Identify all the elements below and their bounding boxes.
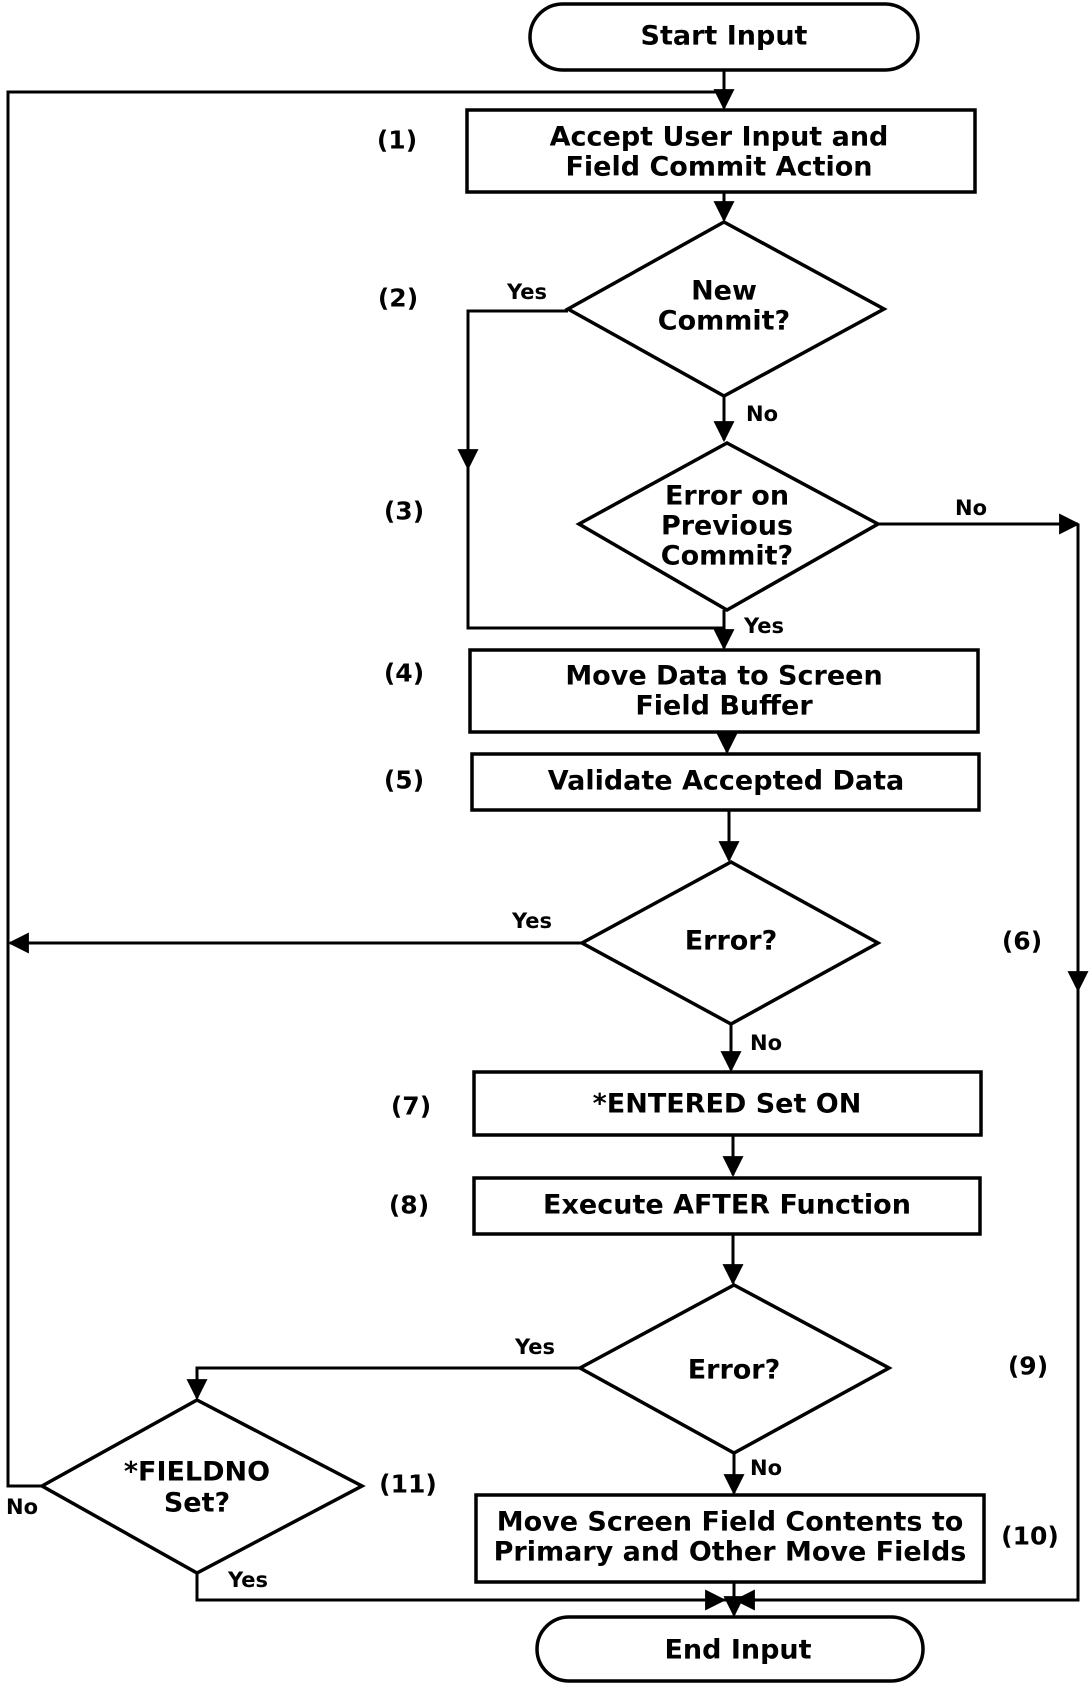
end-node-label: End Input [664,1635,811,1666]
accept-input-box [465,108,977,194]
step-11: (11) [379,1470,437,1499]
validate-node: Validate Accepted Data [470,752,981,812]
edge-fieldno-no [6,1473,42,1488]
after-function-box [472,1176,982,1236]
move-screen-node: Move Screen Field Contents to Primary an… [474,1493,986,1584]
step-1: (1) [377,126,417,155]
error2-no-label: No [750,1456,782,1480]
step-3: (3) [384,497,424,526]
edge-loop-back-to-accept [6,90,724,1473]
error1-diamond [578,860,882,1026]
previous-error-no-label: No [955,496,987,520]
previous-error-decision: Error on Previous Commit? [575,441,882,613]
end-terminator-shape [535,1615,925,1683]
previous-error-label-line3: Commit? [661,541,793,572]
new-commit-decision: New Commit? [564,220,888,398]
step-6: (6) [1002,927,1042,956]
step-7: (7) [391,1092,431,1121]
step-9: (9) [1008,1352,1048,1381]
entered-label: *ENTERED Set ON [593,1089,862,1120]
move-data-label-line2: Field Buffer [635,691,813,722]
step-numbers: (1) (2) (3) (4) (5) (6) (7) (8) (9) (10)… [377,126,1059,1551]
move-data-box [468,648,980,734]
validate-label: Validate Accepted Data [548,766,905,797]
move-screen-label-line2: Primary and Other Move Fields [494,1537,967,1568]
error1-yes-label: Yes [511,909,552,933]
fieldno-decision: *FIELDNO Set? [38,1398,366,1575]
error2-label: Error? [688,1355,781,1386]
fieldno-label-line2: Set? [164,1488,230,1519]
entered-box [472,1070,983,1137]
error1-label: Error? [685,926,778,957]
step-4: (4) [384,659,424,688]
error2-yes-label: Yes [514,1335,555,1359]
new-commit-label-line1: New [691,276,757,307]
error2-diamond [576,1283,893,1455]
validate-box [470,752,981,812]
move-screen-label-line1: Move Screen Field Contents to [497,1507,964,1538]
step-5: (5) [384,766,424,795]
fieldno-no-label: No [6,1495,38,1519]
error1-decision: Error? [578,860,882,1026]
new-commit-diamond [564,220,888,398]
error1-no-label: No [750,1031,782,1055]
move-data-label-line1: Move Data to Screen [565,661,882,692]
start-node: Start Input [528,2,920,72]
connectors [6,69,1089,1618]
previous-error-label-line2: Previous [661,511,793,542]
new-commit-yes-label: Yes [506,280,547,304]
error2-decision: Error? [576,1283,893,1455]
fieldno-diamond [38,1398,366,1575]
fieldno-label-line1: *FIELDNO [124,1457,270,1488]
previous-error-label-line1: Error on [665,481,789,512]
new-commit-label-line2: Commit? [658,306,790,337]
accept-input-label-line2: Field Commit Action [565,152,872,183]
edge-error2-yes [186,1366,580,1401]
move-data-node: Move Data to Screen Field Buffer [468,648,980,734]
start-terminator-shape [528,2,920,72]
edge-labels: Yes No No Yes Yes No Yes No No Yes [6,280,987,1592]
end-node: End Input [535,1615,925,1683]
start-node-label: Start Input [641,21,808,52]
step-8: (8) [389,1191,429,1220]
previous-error-diamond [575,441,882,613]
edge-right-bypass [730,524,1080,1602]
previous-error-yes-label: Yes [743,614,784,638]
edge-fieldno-yes [195,1573,730,1602]
fieldno-yes-label: Yes [227,1568,268,1592]
new-commit-no-label: No [746,402,778,426]
entered-node: *ENTERED Set ON [472,1070,983,1137]
step-10: (10) [1001,1522,1059,1551]
move-screen-box [474,1493,986,1584]
accept-input-node: Accept User Input and Field Commit Actio… [465,108,977,194]
after-function-node: Execute AFTER Function [472,1176,982,1236]
step-2: (2) [378,284,418,313]
after-function-label: Execute AFTER Function [543,1190,911,1221]
accept-input-label-line1: Accept User Input and [550,122,889,153]
